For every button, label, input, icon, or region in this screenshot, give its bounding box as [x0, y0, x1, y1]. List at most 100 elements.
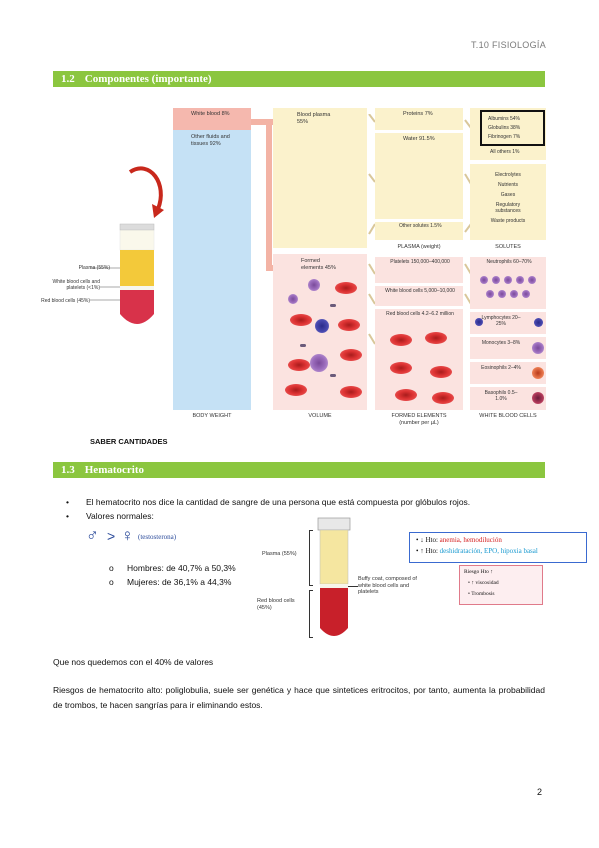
bullet-dot: •: [468, 580, 472, 586]
solutes-list-box: Electrolytes Nutrients Gases Regulatory …: [470, 164, 546, 240]
rbc-cell: [338, 319, 360, 331]
caption-white-blood-cells: WHITE BLOOD CELLS: [479, 413, 537, 419]
caption-formed-elements: FORMED ELEMENTS: [391, 413, 447, 419]
eosinophils-box: Eosinophils 2–4%: [470, 362, 546, 384]
caption-volume: VOLUME: [308, 413, 332, 419]
caption-number-per-ul: (number per µL): [399, 420, 439, 426]
connector-arrows-3: [464, 119, 472, 305]
low-hto-prefix: ↓ Hto:: [420, 536, 438, 544]
riesgo-item-trombosis: Trombosis: [471, 591, 495, 597]
low-hto-causes: anemia, hemodilución: [439, 536, 502, 544]
lymphocyte-cell: [534, 318, 543, 327]
neutrophil-cell: [528, 276, 536, 284]
wbc-weight-box: White blood 8%: [173, 108, 251, 130]
male-symbol: ♂: [86, 526, 99, 545]
bullet-dot: •: [468, 591, 472, 597]
all-others-label: All others 1%: [490, 149, 520, 155]
basophils-box: Basophils 0.5–1.0%: [470, 387, 546, 410]
plasma-bracket: [309, 530, 313, 586]
female-symbol: ♀: [121, 526, 134, 545]
saber-cantidades-note: SABER CANTIDADES: [90, 437, 168, 446]
wbc-cell: [315, 319, 329, 333]
wbc-cell: [288, 294, 298, 304]
header-section-label: T.10 FISIOLOGÍA: [470, 40, 546, 50]
rbc-cell: [425, 332, 447, 344]
rbc-cell: [288, 359, 310, 371]
value-hombres: Hombres: de 40,7% a 50,3%: [127, 563, 236, 573]
caption-solutes: SOLUTES: [495, 244, 521, 250]
caption-body-weight: BODY WEIGHT: [192, 413, 232, 419]
paragraph-riesgos-hematocrito: Riesgos de hematocrito alto: poliglobuli…: [53, 685, 545, 710]
hematocrit-tube-illustration: [317, 517, 351, 636]
section-title: Componentes (importante): [84, 73, 212, 85]
rbc-cell: [432, 392, 454, 404]
platelet: [330, 374, 336, 377]
rbc-cell: [340, 386, 362, 398]
bullet-dot: •: [416, 547, 421, 555]
neutrophil-cell: [498, 290, 506, 298]
monocyte-cell: [532, 342, 544, 354]
water-box: Water 91.5%: [375, 133, 463, 219]
neutrophil-cell: [480, 276, 488, 284]
neutrophil-cell: [516, 276, 524, 284]
bullet-dot: •: [66, 497, 69, 507]
neutrophil-cell: [522, 290, 530, 298]
rbc-cell: [430, 366, 452, 378]
other-solutes-box: Other solutes 1.5%: [375, 222, 463, 240]
eosinophil-cell: [532, 367, 544, 379]
section-number: 1.2: [61, 73, 75, 85]
lymphocyte-cell: [475, 318, 483, 326]
neutrophil-cell: [492, 276, 500, 284]
tube-rbc-label: Red blood cells (45%): [41, 298, 90, 304]
blood-composition-figure: Plasma (55%) White blood cells and plate…: [40, 104, 560, 434]
high-hto-causes: deshidratación, EPO, hipoxia basal: [439, 547, 538, 555]
high-hto-prefix: ↑ Hto:: [420, 547, 438, 555]
rbc-cell: [390, 362, 412, 374]
hematocrit-changes-box: • ↓ Hto: anemia, hemodilución • ↑ Hto: d…: [409, 532, 587, 563]
buffy-coat-leader: [348, 586, 358, 587]
greater-than-symbol: >: [107, 528, 116, 544]
rbc-cell: [290, 314, 312, 326]
rbc-cell: [335, 282, 357, 294]
testosterona-note: (testosterona): [138, 533, 177, 541]
protein-fractions-highlight: Albumins 54% Globulins 38% Fibrinogen 7%: [480, 110, 545, 146]
wbc-count-box: White blood cells 5,000–10,000: [375, 286, 463, 306]
rbc-cell: [395, 389, 417, 401]
riesgo-item-viscosidad: ↑ viscosidad: [471, 580, 499, 586]
test-tube-illustration: [90, 166, 164, 324]
rbc-cell: [285, 384, 307, 396]
neutrophil-cell: [504, 276, 512, 284]
bullet-hematocrito-definition: El hematocrito nos dice la cantidad de s…: [86, 497, 471, 507]
paragraph-40-percent: Que nos quedemos con el 40% de valores: [53, 657, 214, 667]
bullet-dot: •: [416, 536, 421, 544]
sub-bullet-circle: o: [109, 577, 114, 587]
wbc-cell: [310, 354, 328, 372]
neutrophil-cell: [510, 290, 518, 298]
buffy-coat-label: Buffy coat, composed of white blood cell…: [358, 576, 417, 595]
section-heading-components: 1.2 Componentes (importante): [53, 71, 545, 87]
tube-buffy-label: White blood cells and platelets (<1%): [52, 279, 100, 291]
sub-bullet-circle: o: [109, 563, 114, 573]
rbc-cell: [390, 334, 412, 346]
caption-plasma-weight: PLASMA (weight): [397, 244, 441, 250]
blood-plasma-box: Blood plasma 55%: [273, 108, 367, 248]
wbc-cell: [308, 279, 320, 291]
tube-rbc-label: Red blood cells (45%): [257, 598, 295, 611]
basophil-cell: [532, 392, 544, 404]
bullet-dot: •: [66, 511, 69, 521]
rbc-cell: [340, 349, 362, 361]
rbc-bracket: [309, 590, 313, 638]
value-mujeres: Mujeres: de 36,1% a 44,3%: [127, 577, 232, 587]
tube-plasma-label: Plasma (55%): [262, 551, 297, 557]
other-fluids-box: Other fluids and tissues 92%: [173, 130, 251, 410]
section-number: 1.3: [61, 464, 75, 476]
lymphocytes-box: Lymphocytes 20–25%: [470, 312, 546, 334]
riesgo-hto-box: Riesgo Hto ↑ • ↑ viscosidad • Trombosis: [459, 565, 543, 605]
proteins-box: Proteins 7%: [375, 108, 463, 130]
neutrophil-cell: [486, 290, 494, 298]
platelet: [330, 304, 336, 307]
riesgo-title: Riesgo Hto ↑: [464, 569, 494, 575]
tube-plasma-label: Plasma (55%): [78, 265, 110, 271]
bullet-valores-normales: Valores normales:: [86, 511, 154, 521]
